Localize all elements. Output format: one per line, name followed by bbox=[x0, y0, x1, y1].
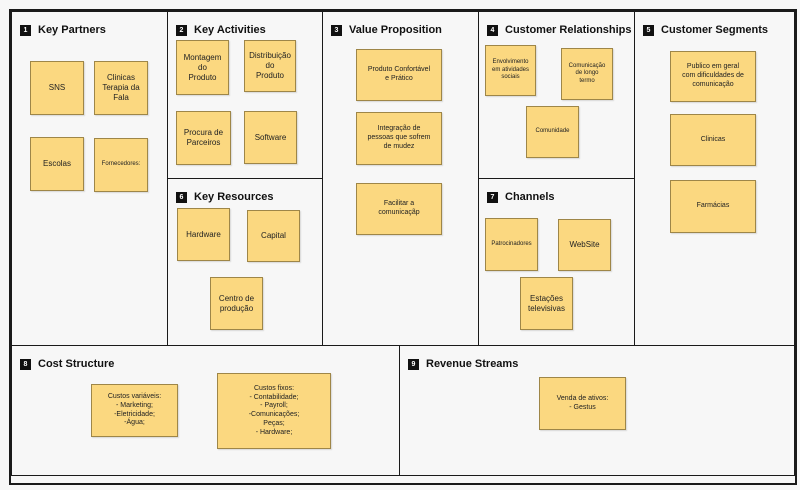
sticky-note[interactable]: Fornecedores: bbox=[94, 138, 148, 192]
sticky-note[interactable]: Clinicas bbox=[670, 114, 756, 166]
block-number: 8 bbox=[20, 358, 31, 370]
block-header: 2 Key Activities bbox=[176, 24, 266, 36]
sticky-note[interactable]: Farmácias bbox=[670, 180, 756, 233]
sticky-note[interactable]: Comunicação de longo termo bbox=[561, 48, 613, 100]
sticky-note[interactable]: Facilitar a comunicaçãp bbox=[356, 183, 442, 235]
block-header: 6 Key Resources bbox=[176, 191, 274, 203]
block-number: 7 bbox=[487, 191, 498, 203]
block-header: 4 Customer Relationships bbox=[487, 24, 632, 36]
sticky-note[interactable]: Estações televisivas bbox=[520, 277, 573, 330]
block-header: 5 Customer Segments bbox=[643, 24, 768, 36]
sticky-note[interactable]: Capital bbox=[247, 210, 300, 262]
block-number: 9 bbox=[408, 358, 419, 370]
block-header: 8 Cost Structure bbox=[20, 358, 114, 370]
block-title: Channels bbox=[505, 191, 555, 203]
sticky-note[interactable]: Publico em geral com dificuldades de com… bbox=[670, 51, 756, 102]
sticky-note[interactable]: Patrocinadores bbox=[485, 218, 538, 271]
block-title: Customer Relationships bbox=[505, 24, 632, 36]
block-number: 3 bbox=[331, 24, 342, 36]
block-title: Key Activities bbox=[194, 24, 266, 36]
sticky-note[interactable]: Montagem do Produto bbox=[176, 40, 229, 95]
block-number: 1 bbox=[20, 24, 31, 36]
sticky-note[interactable]: Integração de pessoas que sofrem de mude… bbox=[356, 112, 442, 165]
sticky-note[interactable]: Custos fixos: - Contabilidade; - Payroll… bbox=[217, 373, 331, 449]
block-number: 5 bbox=[643, 24, 654, 36]
sticky-note[interactable]: SNS bbox=[30, 61, 84, 115]
sticky-note[interactable]: Distribuição do Produto bbox=[244, 40, 296, 92]
sticky-note[interactable]: Produto Confortável e Prático bbox=[356, 49, 442, 101]
sticky-note[interactable]: Hardware bbox=[177, 208, 230, 261]
block-header: 7 Channels bbox=[487, 191, 555, 203]
block-number: 6 bbox=[176, 191, 187, 203]
block-title: Revenue Streams bbox=[426, 358, 519, 370]
sticky-note[interactable]: WebSite bbox=[558, 219, 611, 271]
sticky-note[interactable]: Comunidade bbox=[526, 106, 579, 158]
block-title: Key Resources bbox=[194, 191, 274, 203]
block-title: Cost Structure bbox=[38, 358, 115, 370]
sticky-note[interactable]: Custos variáveis: - Marketing; -Eletrici… bbox=[91, 384, 178, 437]
sticky-note[interactable]: Clinicas Terapia da Fala bbox=[94, 61, 148, 115]
sticky-note[interactable]: Escolas bbox=[30, 137, 84, 191]
sticky-note[interactable]: Venda de ativos: - Gestus bbox=[539, 377, 626, 430]
block-title: Value Proposition bbox=[349, 24, 442, 36]
block-number: 2 bbox=[176, 24, 187, 36]
block-title: Customer Segments bbox=[661, 24, 768, 36]
block-header: 9 Revenue Streams bbox=[408, 358, 518, 370]
sticky-note[interactable]: Procura de Parceiros bbox=[176, 111, 231, 165]
sticky-note[interactable]: Centro de produção bbox=[210, 277, 263, 330]
sticky-note[interactable]: Software bbox=[244, 111, 297, 164]
block-cost-structure: 8 Cost Structure bbox=[11, 345, 400, 476]
block-header: 3 Value Proposition bbox=[331, 24, 442, 36]
block-title: Key Partners bbox=[38, 24, 106, 36]
block-header: 1 Key Partners bbox=[20, 24, 106, 36]
block-number: 4 bbox=[487, 24, 498, 36]
sticky-note[interactable]: Envolvimento em atividades sociais bbox=[485, 45, 536, 96]
